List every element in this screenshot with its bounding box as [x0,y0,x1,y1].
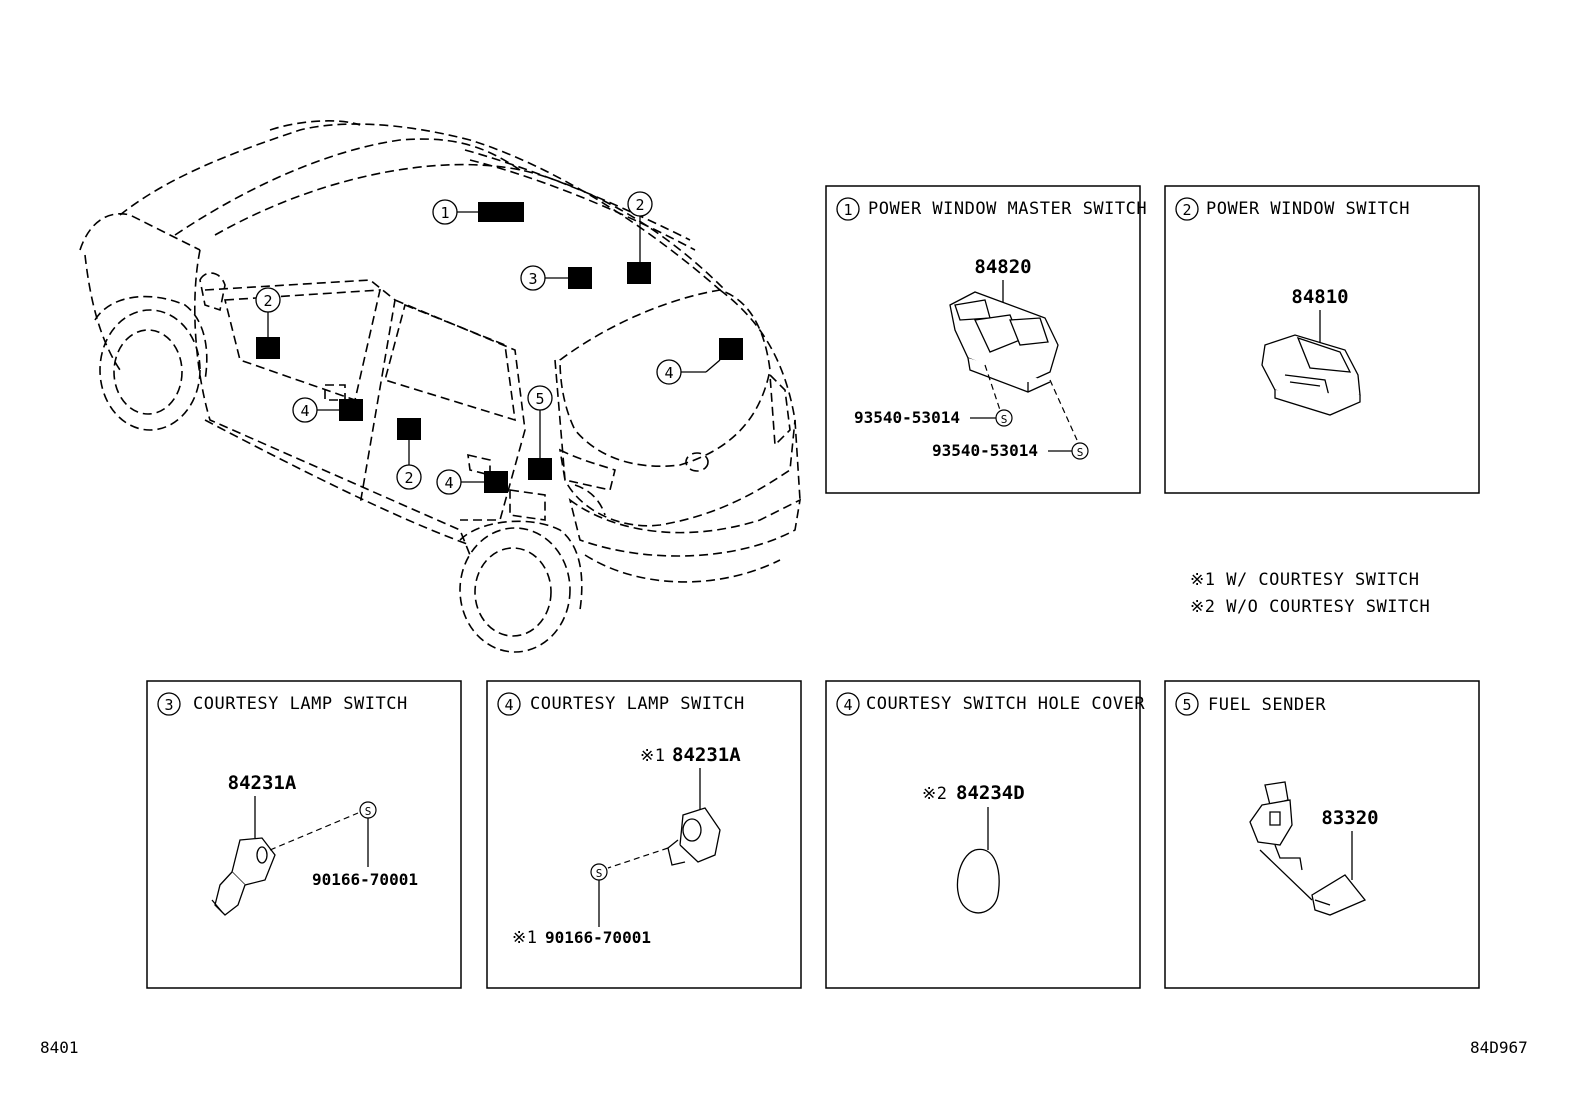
panel-2-number-circle [1175,197,1199,221]
panel-courtesy-lamp-switch-3[interactable]: 3 COURTESY LAMP SWITCH 84231A S 90166-70… [146,680,462,989]
marker-block-5 [528,458,552,480]
master-switch-drawing [949,291,1059,393]
panel-3-number-circle [157,692,181,716]
lamp-switch-w-drawing [667,807,721,866]
svg-text:4: 4 [664,364,673,382]
part-84231a-label: 84231A [228,772,297,794]
svg-text:S: S [596,867,603,880]
panel-power-window-master-switch[interactable]: 1 POWER WINDOW MASTER SWITCH 84820 93540… [825,185,1147,494]
callout-2-front-door[interactable]: 2 [255,287,281,359]
svg-text:1: 1 [843,201,852,219]
note-2: ※2 W/O COURTESY SWITCH [1190,597,1430,617]
marker-block-4a [719,338,743,360]
part-84820-label: 84820 [974,256,1031,278]
panel-1-title: POWER WINDOW MASTER SWITCH [868,199,1147,219]
panel-4b-number-circle [836,692,860,716]
panel-1-number-circle [836,197,860,221]
screw-93540-a-label: 93540-53014 [854,408,960,427]
callout-1-roof[interactable]: 1 [432,199,524,225]
note-ref-2: ※2 [922,784,947,804]
fuel-sender-drawing [1249,781,1367,916]
svg-text:4: 4 [444,474,453,492]
part-84810-label: 84810 [1291,286,1348,308]
svg-text:3: 3 [164,696,173,714]
note-1: ※1 W/ COURTESY SWITCH [1190,570,1419,590]
marker-block-2a [627,262,651,284]
svg-text:2: 2 [1182,201,1191,219]
part-84231a-w-label: 84231A [672,744,741,766]
callout-4-rear-door[interactable]: 4 [436,469,508,495]
svg-text:2: 2 [404,469,413,487]
panel-4-title: COURTESY LAMP SWITCH [530,694,745,714]
callout-2-rear-door[interactable]: 2 [396,418,422,490]
panel-courtesy-lamp-switch-4[interactable]: 4 COURTESY LAMP SWITCH ※1 84231A S ※1 90… [486,680,802,989]
panel-5-title: FUEL SENDER [1208,695,1326,715]
marker-block-2b [256,337,280,359]
part-84234d-label: 84234D [956,782,1025,804]
note-ref-1b: ※1 [512,928,537,948]
screw-90166-w-label: 90166-70001 [545,928,651,947]
window-switch-drawing [1261,334,1361,416]
marker-block-2c [397,418,421,440]
panel-2-title: POWER WINDOW SWITCH [1206,199,1410,219]
screw-93540-b-label: 93540-53014 [932,441,1038,460]
callout-5-fuel[interactable]: 5 [527,385,553,480]
svg-text:S: S [1001,413,1008,426]
note-ref-1: ※1 [640,746,665,766]
panel-4-number-circle [497,692,521,716]
svg-text:1: 1 [440,204,449,222]
hole-cover-drawing [956,848,1000,914]
callout-3-roof[interactable]: 3 [520,265,592,291]
footer-right-code: 84D967 [1470,1038,1528,1057]
svg-text:4: 4 [504,696,513,714]
panel-power-window-switch[interactable]: 2 POWER WINDOW SWITCH 84810 [1164,185,1480,494]
footer-left-code: 8401 [40,1038,79,1057]
panel-courtesy-switch-hole-cover[interactable]: 4 COURTESY SWITCH HOLE COVER ※2 84234D [825,680,1145,989]
screw-icon [995,409,1013,427]
svg-text:5: 5 [535,390,544,408]
svg-text:5: 5 [1182,696,1191,714]
callout-4-tailgate[interactable]: 4 [656,338,743,385]
footnotes: ※1 W/ COURTESY SWITCH ※2 W/O COURTESY SW… [1190,570,1430,617]
svg-text:S: S [365,805,372,818]
svg-text:4: 4 [300,402,309,420]
svg-text:S: S [1077,446,1084,459]
panel-fuel-sender[interactable]: 5 FUEL SENDER 83320 [1164,680,1480,989]
marker-block-4c [484,471,508,493]
screw-90166-label: 90166-70001 [312,870,418,889]
marker-block-4b [339,399,363,421]
marker-block-3 [568,267,592,289]
panel-4b-title: COURTESY SWITCH HOLE COVER [866,694,1145,714]
svg-text:4: 4 [843,696,852,714]
svg-text:2: 2 [635,196,644,214]
lamp-switch-drawing [211,837,276,916]
panel-5-number-circle [1175,692,1199,716]
svg-text:3: 3 [528,270,537,288]
callout-4-front-door[interactable]: 4 [292,397,363,423]
screw-icon [1071,442,1089,460]
marker-block-1 [478,202,524,222]
location-markers: 1 2 3 2 4 [255,191,743,495]
callout-2-rear-right[interactable]: 2 [627,191,653,284]
vehicle-outline [79,120,802,653]
part-83320-label: 83320 [1321,807,1378,829]
svg-text:2: 2 [263,292,272,310]
panel-3-title: COURTESY LAMP SWITCH [193,694,408,714]
